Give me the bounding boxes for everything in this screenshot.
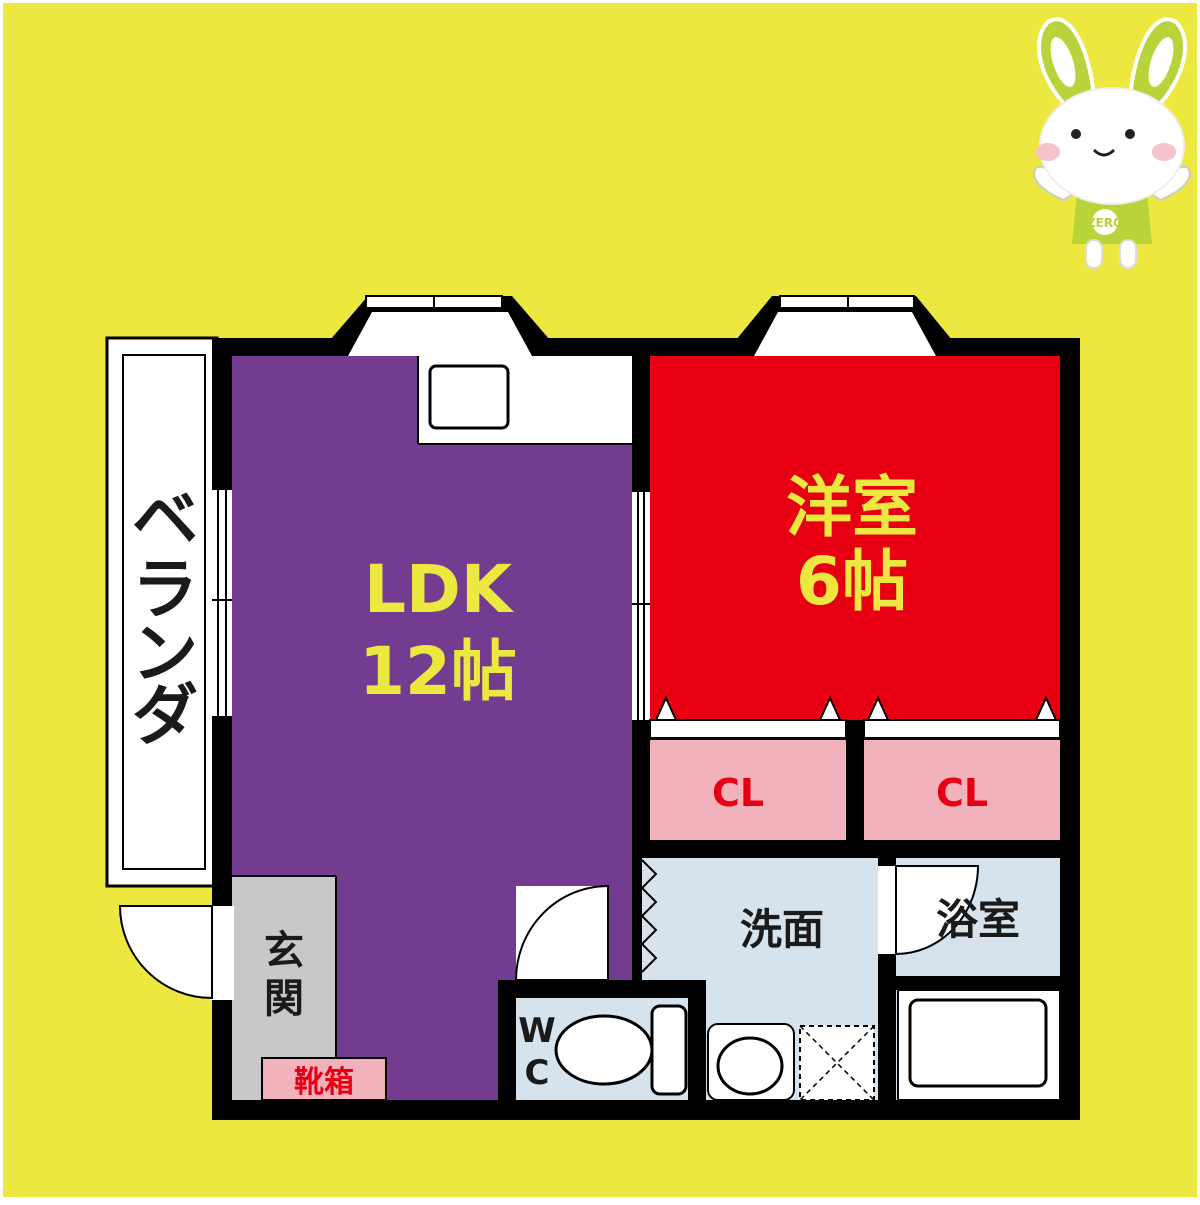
bedroom-label: 洋室: [786, 469, 918, 546]
veranda-label-char-3: ン: [132, 615, 198, 692]
bedroom-bay-window: [736, 295, 952, 356]
closet-left-label: CL: [712, 771, 764, 815]
accordion-partition: [640, 859, 658, 973]
bedroom-size-label: 6帖: [796, 543, 908, 620]
kitchen-counter: [417, 356, 632, 445]
wash-basin: [707, 1023, 795, 1101]
bathtub: [897, 989, 1061, 1101]
washroom-label: 洗面: [740, 905, 824, 954]
kitchen-sink: [428, 364, 510, 430]
veranda-label-char-2: ラ: [132, 551, 198, 628]
mascot-body-text: ZERO: [1087, 216, 1123, 230]
veranda: [105, 336, 219, 888]
shoe-box-label: 靴箱: [294, 1065, 354, 1100]
bedroom-sliding-door: [632, 492, 650, 720]
bathtub-wall: [896, 976, 1060, 990]
bedroom-room: [650, 356, 1060, 720]
bathroom-label: 浴室: [936, 895, 1020, 944]
veranda-label-char-1: ベ: [132, 481, 198, 558]
closet-left: [650, 740, 846, 840]
shoe-box: [261, 1057, 387, 1101]
ldk-size-label: 12帖: [359, 633, 517, 710]
closet-right: [864, 740, 1060, 840]
toilet-label-top: W: [518, 1011, 556, 1051]
toilet-label-bottom: C: [525, 1053, 550, 1093]
ldk-veranda-window: [212, 490, 232, 716]
entrance-door: [118, 905, 234, 1000]
veranda-label-char-4: ダ: [132, 677, 198, 754]
ldk-bay-window: [330, 295, 550, 356]
closet-right-label: CL: [936, 771, 988, 815]
bathroom-door: [878, 865, 980, 956]
entrance-label-top: 玄: [264, 928, 304, 974]
rabbit-mascot-icon: ZERO: [1033, 17, 1191, 269]
toilet-door: [514, 884, 609, 982]
washing-machine-spot: [799, 1025, 875, 1101]
closet-doors: [649, 695, 1061, 739]
toilet-bowl: [554, 1004, 688, 1096]
entrance-label-bottom: 関: [264, 976, 304, 1022]
ldk-label: LDK: [364, 551, 515, 628]
